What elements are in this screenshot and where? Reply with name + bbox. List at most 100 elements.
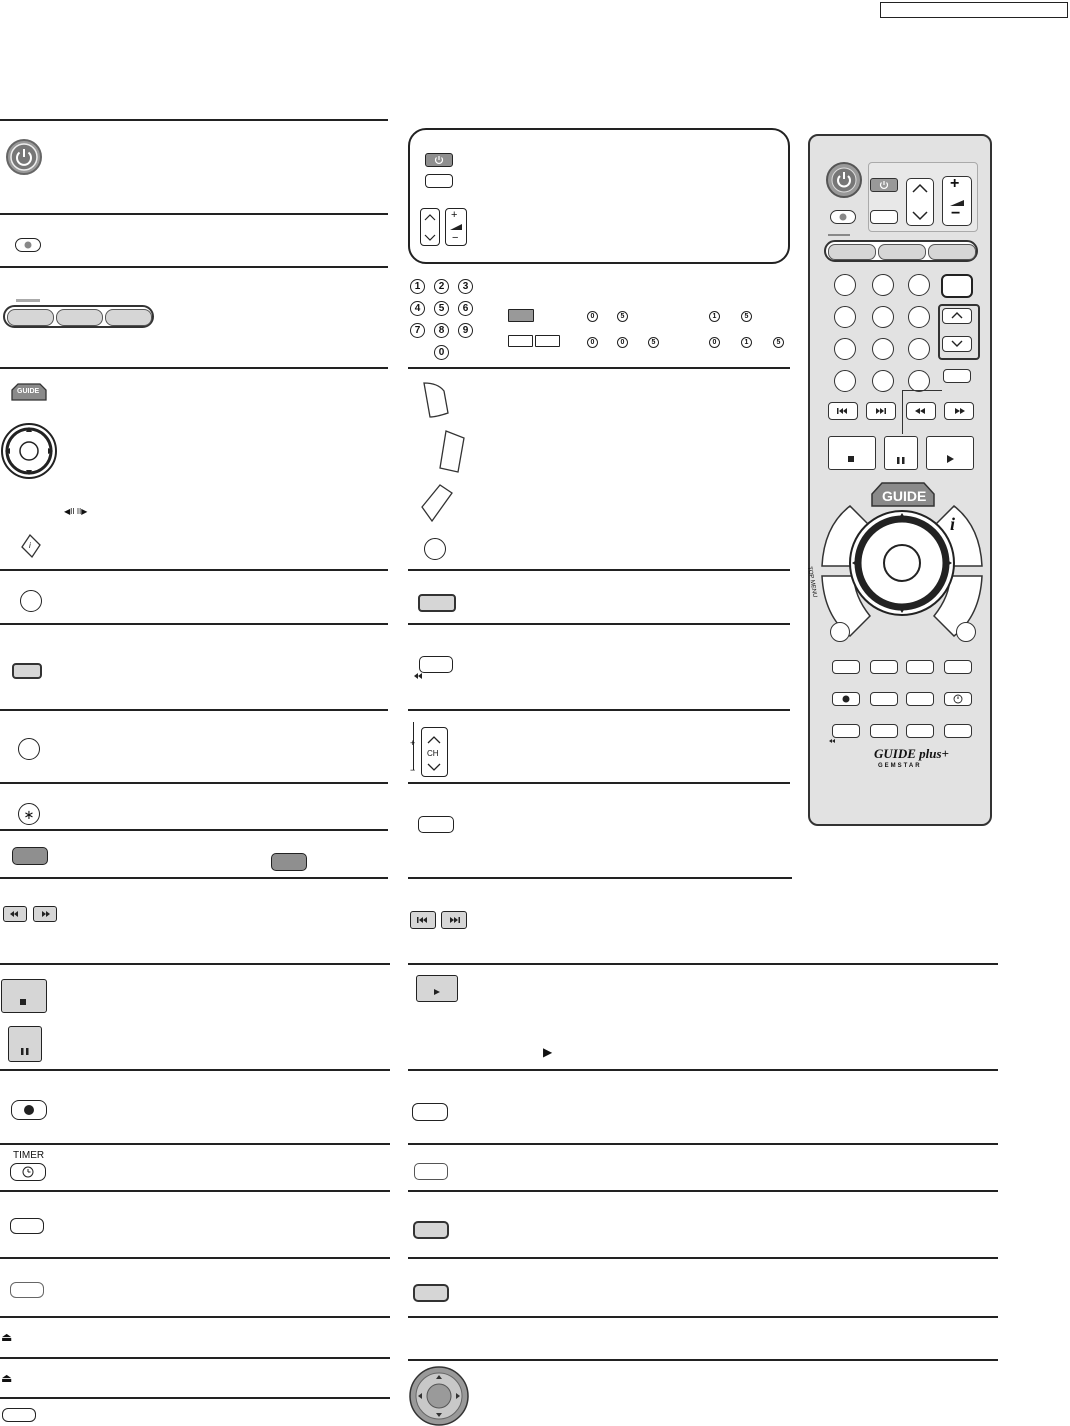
gray-button-1[interactable]: [12, 663, 42, 679]
skip-back-button[interactable]: [410, 911, 436, 929]
number-key-9[interactable]: 9: [458, 323, 473, 338]
remote-function-key[interactable]: [944, 660, 972, 674]
top-menu-button[interactable]: [418, 381, 450, 421]
number-key-4[interactable]: 4: [410, 301, 425, 316]
remote-number-key[interactable]: [834, 306, 856, 328]
remote-function-key[interactable]: [870, 660, 898, 674]
remote-number-key[interactable]: [908, 370, 930, 392]
remote-rewind[interactable]: [906, 402, 936, 420]
remote-number-key[interactable]: [834, 370, 856, 392]
remote-tv-input[interactable]: [870, 210, 898, 224]
remote-stop[interactable]: [828, 436, 876, 470]
dark-button-2[interactable]: [271, 853, 307, 871]
power-button[interactable]: [6, 139, 42, 175]
remote-tv-power[interactable]: [870, 178, 898, 192]
white-button-7[interactable]: [414, 1163, 448, 1180]
play-button[interactable]: [416, 975, 458, 1002]
round-button-1[interactable]: [20, 590, 42, 612]
joystick[interactable]: [409, 1366, 469, 1426]
remote-function-key[interactable]: [906, 692, 934, 706]
remote-drive-1[interactable]: [828, 244, 876, 260]
timer-button[interactable]: [10, 1163, 46, 1181]
remote-navigation-wheel[interactable]: [847, 508, 957, 618]
number-key-2[interactable]: 2: [434, 279, 449, 294]
remote-number-key[interactable]: [872, 338, 894, 360]
remote-number-key[interactable]: [908, 274, 930, 296]
remote-function-key[interactable]: [832, 724, 860, 738]
remote-number-key[interactable]: [908, 338, 930, 360]
skip-forward-button[interactable]: [441, 911, 467, 929]
asterisk-button[interactable]: ∗: [18, 803, 40, 825]
round-button-3[interactable]: [424, 538, 446, 560]
remote-number-key[interactable]: [872, 274, 894, 296]
slant-button-2[interactable]: [424, 428, 465, 476]
remote-drive-selector[interactable]: [824, 240, 978, 262]
white-button-6[interactable]: [412, 1103, 448, 1121]
record-button[interactable]: [11, 1100, 47, 1120]
remote-function-key[interactable]: [870, 692, 898, 706]
number-key-6[interactable]: 6: [458, 301, 473, 316]
round-button-2[interactable]: [18, 738, 40, 760]
rewind-button[interactable]: [3, 906, 27, 922]
remote-key-small[interactable]: [943, 369, 971, 383]
remote-pause[interactable]: [884, 436, 918, 470]
remote-round-left[interactable]: [830, 622, 850, 642]
remote-number-key[interactable]: [908, 306, 930, 328]
record-mode-button[interactable]: [15, 238, 41, 252]
remote-drive-3[interactable]: [928, 244, 976, 260]
dark-button-1[interactable]: [12, 847, 48, 865]
number-key-3[interactable]: 3: [458, 279, 473, 294]
box-white-button[interactable]: [425, 174, 453, 188]
remote-tv-vol-rocker[interactable]: + −: [942, 175, 972, 226]
remote-ch-up[interactable]: [942, 308, 972, 324]
info-button[interactable]: i: [18, 533, 44, 559]
pause-button[interactable]: [8, 1026, 42, 1062]
slant-button-3[interactable]: [418, 483, 458, 523]
remote-number-key[interactable]: [872, 370, 894, 392]
remote-fast-forward[interactable]: [944, 402, 974, 420]
box-volume-rocker[interactable]: + −: [445, 208, 467, 246]
drive-button-3[interactable]: [105, 309, 152, 326]
remote-round-right[interactable]: [956, 622, 976, 642]
remote-number-key[interactable]: [872, 306, 894, 328]
remote-play[interactable]: [926, 436, 974, 470]
remote-record-mode[interactable]: [830, 210, 856, 224]
remote-number-key[interactable]: [834, 338, 856, 360]
white-button-1[interactable]: [10, 1218, 44, 1234]
number-key-1[interactable]: 1: [410, 279, 425, 294]
number-key-8[interactable]: 8: [434, 323, 449, 338]
drive-button-2[interactable]: [56, 309, 103, 326]
remote-drive-2[interactable]: [878, 244, 926, 260]
box-channel-rocker[interactable]: [420, 208, 440, 246]
remote-highlighted-key[interactable]: [941, 274, 973, 298]
remote-function-key[interactable]: [944, 692, 972, 706]
gray-button-3[interactable]: [413, 1221, 449, 1239]
stop-button[interactable]: [1, 979, 47, 1013]
remote-side-buttons[interactable]: [810, 496, 994, 646]
guide-button[interactable]: GUIDE: [10, 382, 48, 404]
white-button-4[interactable]: [419, 656, 453, 673]
navigation-wheel[interactable]: [1, 423, 57, 479]
gray-button-4[interactable]: [413, 1284, 449, 1302]
number-key-5[interactable]: 5: [434, 301, 449, 316]
number-key-7[interactable]: 7: [410, 323, 425, 338]
drive-selector[interactable]: [3, 305, 154, 328]
remote-ch-down[interactable]: [942, 336, 972, 352]
remote-function-key[interactable]: [870, 724, 898, 738]
remote-guide-button[interactable]: [868, 480, 938, 510]
remote-skip-forward[interactable]: [866, 402, 896, 420]
remote-function-key[interactable]: [906, 724, 934, 738]
remote-skip-back[interactable]: [828, 402, 858, 420]
white-button-3[interactable]: [2, 1408, 36, 1422]
remote-function-key[interactable]: [832, 692, 860, 706]
channel-rocker[interactable]: CH: [421, 727, 448, 777]
remote-function-key[interactable]: [906, 660, 934, 674]
fast-forward-button[interactable]: [33, 906, 57, 922]
white-button-5[interactable]: [418, 816, 454, 833]
remote-function-key[interactable]: [944, 724, 972, 738]
remote-function-key[interactable]: [832, 660, 860, 674]
remote-number-key[interactable]: [834, 274, 856, 296]
gray-button-2[interactable]: [418, 594, 456, 612]
remote-tv-ch-rocker[interactable]: [906, 178, 934, 226]
remote-power-button[interactable]: [826, 162, 862, 198]
